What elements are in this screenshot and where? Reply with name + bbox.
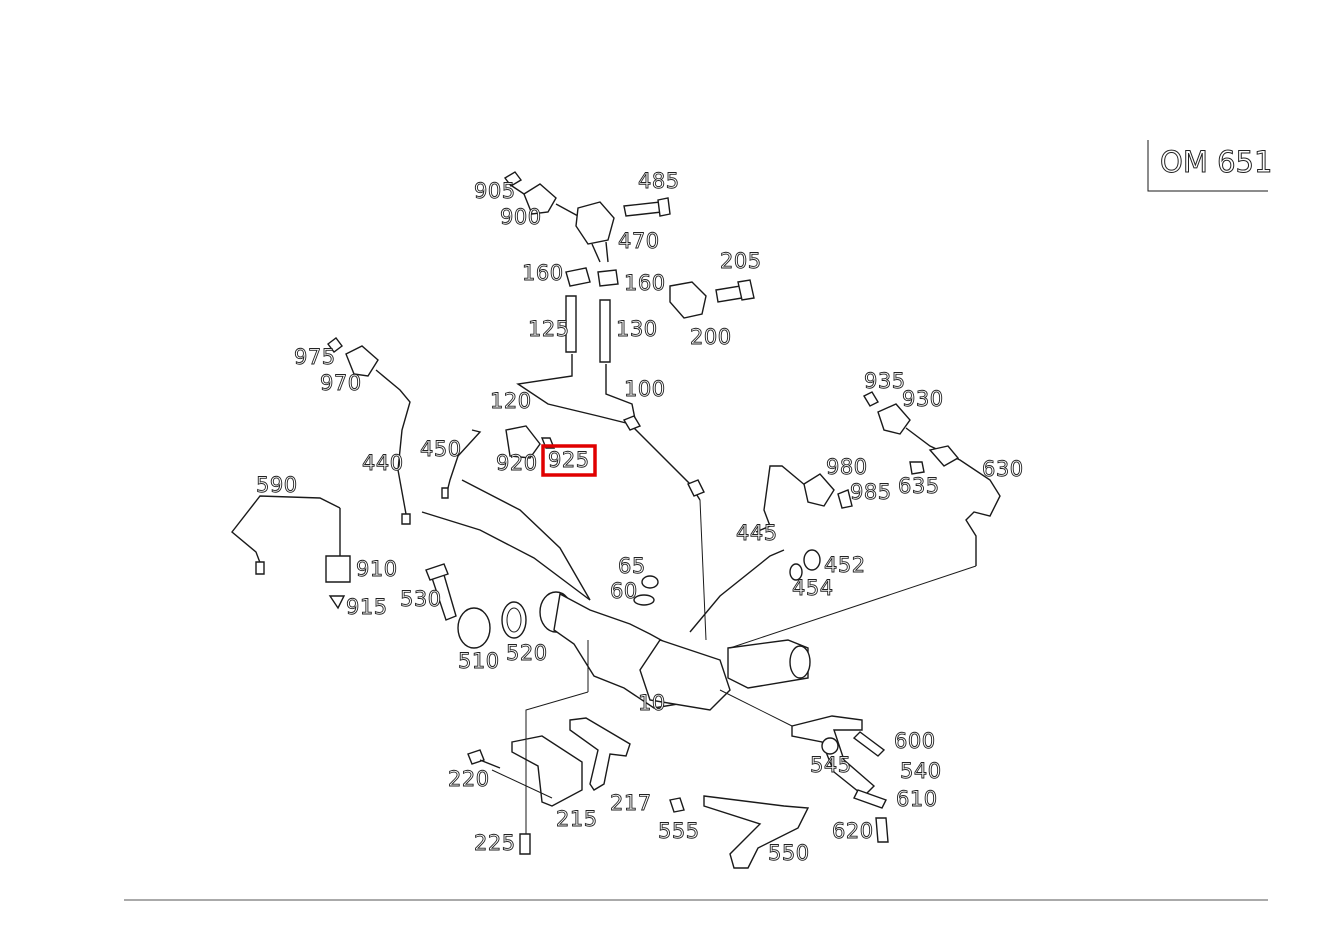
callout-445[interactable]: 445 [736,521,778,546]
sensor-590 [231,495,351,610]
callout-630[interactable]: 630 [982,457,1024,482]
hoses-125-130 [565,295,611,363]
callout-470[interactable]: 470 [618,229,660,254]
callout-635[interactable]: 635 [898,474,940,499]
callout-935[interactable]: 935 [864,369,906,394]
bracket-550 [669,795,810,869]
bracket-200 [669,279,755,319]
callout-550[interactable]: 550 [768,841,810,866]
callout-530[interactable]: 530 [400,587,442,612]
highlight-box-925 [541,444,597,477]
exhaust-main-part [525,591,811,740]
callout-985[interactable]: 985 [850,480,892,505]
callout-600[interactable]: 600 [894,729,936,754]
callout-555[interactable]: 555 [658,819,700,844]
callout-450[interactable]: 450 [420,437,462,462]
temp-sensor-930 [729,391,1001,649]
sensor-445 [689,549,821,633]
callout-120[interactable]: 120 [490,389,532,414]
callout-975[interactable]: 975 [294,345,336,370]
callout-590[interactable]: 590 [256,473,298,498]
bracket-217 [569,717,631,791]
callout-100[interactable]: 100 [624,377,666,402]
temp-sensor-980 [755,465,853,533]
callout-215[interactable]: 215 [556,807,598,832]
callout-520[interactable]: 520 [506,641,548,666]
callout-620[interactable]: 620 [832,819,874,844]
callout-485[interactable]: 485 [638,169,680,194]
callout-910[interactable]: 910 [356,557,398,582]
temp-sensor-970 [327,337,411,525]
callout-915[interactable]: 915 [346,595,388,620]
callout-160-left[interactable]: 160 [522,261,564,286]
pressure-sensor-group [503,171,671,263]
callout-980[interactable]: 980 [826,455,868,480]
callout-905[interactable]: 905 [474,179,516,204]
callout-970[interactable]: 970 [320,371,362,396]
callout-200[interactable]: 200 [690,325,732,350]
callout-540[interactable]: 540 [900,759,942,784]
engine-code-label: OM 651 [1160,145,1272,179]
callout-454[interactable]: 454 [792,576,834,601]
callout-130[interactable]: 130 [616,317,658,342]
bracket-215 [467,735,583,855]
callout-440[interactable]: 440 [362,451,404,476]
clip-160 [565,267,619,287]
callout-220[interactable]: 220 [448,767,490,792]
callout-10[interactable]: 10 [638,691,666,716]
callout-160-right[interactable]: 160 [624,271,666,296]
callout-205[interactable]: 205 [720,249,762,274]
callout-125[interactable]: 125 [528,317,570,342]
pressure-pipes-100-120 [516,354,707,641]
callout-labels: 905 900 485 470 205 160 160 125 130 200 … [256,169,1024,866]
clamp-group [425,563,527,649]
callout-217[interactable]: 217 [610,791,652,816]
washers-60-65 [633,575,659,606]
callout-930[interactable]: 930 [902,387,944,412]
callout-510[interactable]: 510 [458,649,500,674]
callout-920[interactable]: 920 [496,451,538,476]
bracket-540 [719,689,889,843]
callout-545[interactable]: 545 [810,753,852,778]
callout-225[interactable]: 225 [474,831,516,856]
engine-code-box: OM 651 [1147,140,1273,192]
callout-900[interactable]: 900 [500,205,542,230]
callout-60[interactable]: 60 [610,579,638,604]
callout-925[interactable]: 925 [548,448,590,473]
temp-sensor-920 [421,425,591,601]
callout-65[interactable]: 65 [618,554,646,579]
callout-452[interactable]: 452 [824,553,866,578]
callout-610[interactable]: 610 [896,787,938,812]
